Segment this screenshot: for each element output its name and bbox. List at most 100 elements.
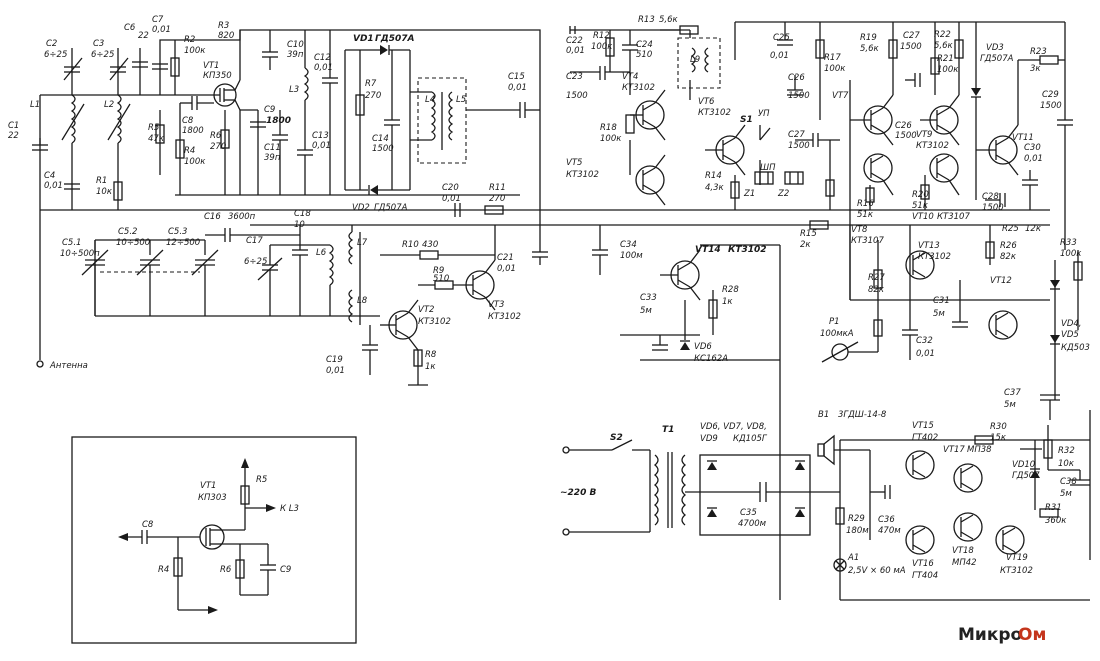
label-r11: R11	[489, 183, 506, 193]
label-l4: L4	[425, 95, 435, 105]
label-r19: R19	[860, 33, 877, 43]
label-vd3: VD3	[986, 43, 1004, 53]
value-c26: 1500	[788, 91, 810, 101]
label-c31: C31	[933, 296, 950, 306]
value-c10: 39п	[287, 50, 304, 60]
label-c7: C7	[152, 15, 164, 25]
label-vt8: VT8	[851, 225, 868, 235]
value-r20: 51к	[912, 201, 929, 211]
label-c2: C2	[46, 39, 57, 49]
label-t1: T1	[662, 425, 674, 435]
label-c25: C25	[773, 33, 790, 43]
label-c30: C30	[1024, 143, 1041, 153]
label-c20: C20	[442, 183, 459, 193]
value-c19: 0,01	[326, 366, 345, 376]
value-c35: 4700м	[738, 519, 767, 529]
label-c17: C17	[246, 236, 263, 246]
value-vt3: КТ3102	[488, 312, 521, 322]
value-b1: 3ГДШ-14-8	[838, 410, 887, 420]
value-c17: 6÷25	[244, 257, 267, 267]
value-c31: 5м	[933, 309, 945, 319]
value-r29: 180м	[846, 526, 869, 536]
value-r7: 270	[365, 91, 381, 101]
label-c12: C12	[314, 53, 331, 63]
label-vt11: VT11	[1012, 133, 1034, 143]
value-r14: 4,3к	[705, 183, 725, 193]
value-c26b: 1500	[895, 131, 917, 141]
value-c14: 1500	[372, 144, 394, 154]
value-c25: 0,01	[770, 51, 789, 61]
label-c36: C36	[878, 515, 895, 525]
value-c12: 0,01	[314, 63, 333, 73]
label-c10: C10	[287, 40, 304, 50]
label-c29: C29	[1042, 90, 1059, 100]
label-c13: C13	[312, 131, 329, 141]
value-vt5: КТ3102	[566, 170, 599, 180]
label-r12: R12	[593, 31, 610, 41]
inset-value-vt1: КП303	[198, 493, 227, 503]
value-r33: 100к	[1060, 249, 1082, 259]
label-z1: Z1	[743, 189, 755, 199]
value-r16: 51к	[857, 210, 874, 220]
inset-alternative-circuit	[71, 436, 357, 644]
value-vt2: КТ3102	[418, 317, 451, 327]
label-c27b: C27	[903, 31, 920, 41]
label-c15: C15	[508, 72, 525, 82]
label-l7: L7	[357, 238, 368, 248]
value-c36: 470м	[878, 526, 901, 536]
value-r26: 82к	[1000, 252, 1017, 262]
label-s1-up: УП	[758, 109, 770, 119]
label-r25: R25	[1002, 224, 1019, 234]
label-c1: C1	[8, 121, 19, 131]
label-r17: R17	[824, 53, 841, 63]
label-r4: R4	[184, 146, 195, 156]
value-vt15: ГТ402	[912, 433, 938, 443]
label-c24: C24	[636, 40, 653, 50]
label-c26: C26	[788, 73, 805, 83]
label-mains: ~220 В	[560, 488, 596, 498]
label-vd69b: VD9	[700, 434, 718, 444]
label-c9: C9	[264, 105, 275, 115]
label-r1: R1	[96, 176, 107, 186]
watermark-text-b: Ом	[1018, 625, 1046, 645]
value-vt16: ГТ404	[912, 571, 938, 581]
inset-label-c8: C8	[142, 520, 154, 530]
label-r22: R22	[934, 30, 951, 40]
label-r27: R27	[868, 273, 885, 283]
value-c4: 0,01	[44, 181, 63, 191]
label-vt4: VT4	[622, 72, 638, 82]
label-c22: C22	[566, 36, 583, 46]
label-vd45: VD4,	[1061, 319, 1081, 329]
value-vd45: КД503	[1061, 343, 1090, 353]
value-r6: 270	[210, 142, 226, 152]
label-vt16: VT16	[912, 559, 934, 569]
label-r26: R26	[1000, 241, 1017, 251]
component-labels: C1 22 C2 6÷25 C3 6÷25 C4 0,01 C6 22 C7 0…	[8, 15, 1090, 581]
label-vt10: VT10	[912, 212, 934, 222]
value-vt4: КТ3102	[622, 83, 655, 93]
inset-label-vt1: VT1	[200, 481, 216, 491]
value-r22: 5,6к	[934, 41, 954, 51]
value-c20: 0,01	[442, 194, 461, 204]
label-r14: R14	[705, 171, 722, 181]
label-c33: C33	[640, 293, 657, 303]
label-c35: C35	[740, 508, 757, 518]
value-r1: 10к	[96, 187, 113, 197]
input-circuit	[32, 40, 300, 368]
label-c16: C16	[204, 212, 221, 222]
label-vt17: VT17	[943, 445, 965, 455]
label-vt5: VT5	[566, 158, 582, 168]
value-r17: 100к	[824, 64, 846, 74]
label-vt7: VT7	[832, 91, 849, 101]
label-r5: R5	[148, 123, 159, 133]
label-c3: C3	[93, 39, 104, 49]
value-p1: 100мкА	[820, 329, 854, 339]
label-r31: R31	[1045, 503, 1062, 513]
label-r29: R29	[848, 514, 865, 524]
value-vd6: КС162А	[694, 354, 728, 364]
label-s1-sh: ШП	[760, 163, 776, 173]
label-r16: R16	[857, 199, 874, 209]
value-r23: 3к	[1030, 64, 1041, 74]
value-c37: 5м	[1004, 400, 1016, 410]
